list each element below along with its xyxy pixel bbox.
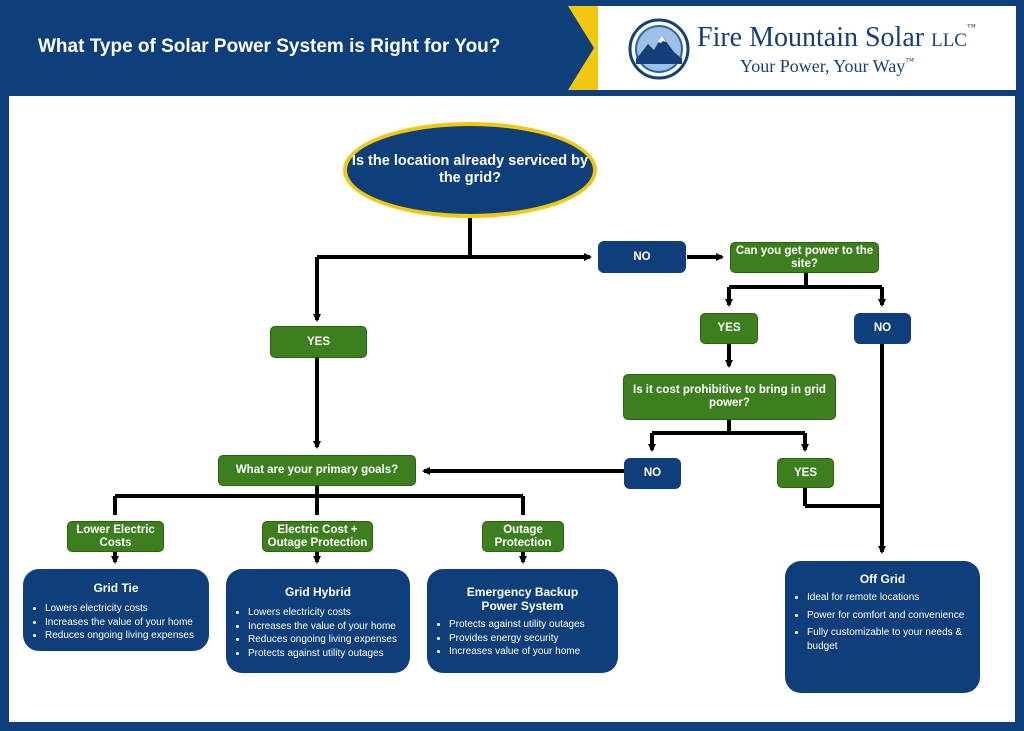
result-item: Reduces ongoing living expenses — [45, 629, 209, 643]
no-power-node: NO — [854, 313, 911, 344]
primary-goals-question: What are your primary goals? — [218, 455, 416, 486]
goal-outage-protection: Outage Protection — [482, 521, 564, 552]
goal-cost-outage: Electric Cost + Outage Protection — [262, 521, 373, 552]
result-item: Power for comfort and convenience — [807, 609, 974, 623]
result-item: Increases value of your home — [449, 645, 618, 659]
result-item: Reduces ongoing living expenses — [248, 633, 410, 647]
yes-cost-node: YES — [777, 458, 834, 488]
result-card-grid-hybrid: Grid Hybrid Lowers electricity costs Inc… — [226, 569, 410, 673]
power-to-site-question: Can you get power to the site? — [730, 242, 879, 273]
result-item: Lowers electricity costs — [45, 602, 209, 616]
result-card-off-grid: Off Grid Ideal for remote locations Powe… — [785, 561, 980, 693]
mountain-logo-icon — [628, 18, 690, 80]
result-item: Protects against utility outages — [248, 647, 410, 661]
goal-lower-costs: Lower Electric Costs — [67, 521, 164, 552]
result-card-grid-tie: Grid Tie Lowers electricity costs Increa… — [23, 569, 209, 651]
brand-tagline: Your Power, Your Way™ — [740, 56, 915, 76]
result-item: Fully customizable to your needs & budge… — [807, 626, 974, 653]
page-title: What Type of Solar Power System is Right… — [38, 36, 501, 57]
result-card-emergency-backup: Emergency Backup Power System Protects a… — [427, 569, 618, 673]
result-title: Emergency Backup Power System — [466, 585, 579, 613]
result-title: Off Grid — [859, 572, 906, 586]
start-question: Is the location already serviced by the … — [343, 122, 597, 218]
result-title: Grid Tie — [93, 581, 139, 595]
yes-grid-service-node: YES — [270, 326, 367, 358]
cost-prohibitive-question: Is it cost prohibitive to bring in grid … — [623, 374, 836, 420]
result-item: Protects against utility outages — [449, 618, 618, 632]
no-cost-node: NO — [624, 458, 681, 489]
no-grid-service-node: NO — [598, 241, 686, 273]
brand-name: Fire Mountain Solar LLC™ — [697, 22, 976, 53]
yes-power-node: YES — [700, 313, 758, 344]
result-item: Increases the value of your home — [45, 616, 209, 630]
result-item: Lowers electricity costs — [248, 606, 410, 620]
result-item: Ideal for remote locations — [807, 591, 974, 605]
result-item: Provides energy security — [449, 632, 618, 646]
result-item: Increases the value of your home — [248, 620, 410, 634]
result-title: Grid Hybrid — [284, 585, 351, 599]
